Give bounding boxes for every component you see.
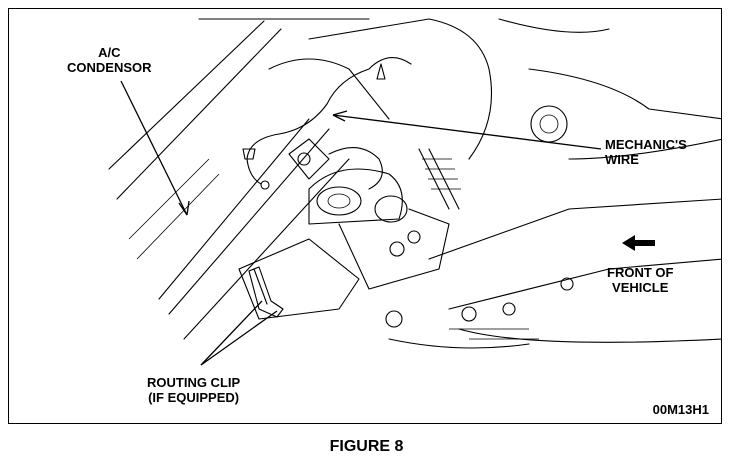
front-of-vehicle-line-2: VEHICLE xyxy=(612,280,669,295)
mechanics-wire-line-1: MECHANIC'S xyxy=(605,137,687,152)
figure-caption: FIGURE 8 xyxy=(329,438,404,455)
lower-frame xyxy=(238,198,721,349)
ac-condensor-line-1: A/C xyxy=(98,45,121,60)
routing-clip xyxy=(248,266,284,318)
leader-lines xyxy=(120,80,602,366)
condensor-panel xyxy=(108,18,430,340)
routing-clip-label: ROUTING CLIP (IF EQUIPPED) xyxy=(147,375,240,405)
left-arrow-icon xyxy=(622,235,655,251)
front-of-vehicle-line-1: FRONT OF xyxy=(607,265,674,280)
mechanics-wire-label: MECHANIC'S WIRE xyxy=(605,137,687,167)
ac-condensor-label: A/C CONDENSOR xyxy=(67,45,152,75)
routing-clip-line-2: (IF EQUIPPED) xyxy=(148,390,240,405)
routing-clip-line-1: ROUTING CLIP xyxy=(147,375,241,390)
engine-components xyxy=(418,18,721,210)
clip-leader-1 xyxy=(200,300,263,366)
ac-condensor-line-2: CONDENSOR xyxy=(67,60,152,75)
front-of-vehicle-label: FRONT OF VEHICLE xyxy=(607,265,673,295)
clip-leader-2 xyxy=(200,310,278,366)
motor-mount-bracket xyxy=(288,138,450,290)
figure-frame: A/C CONDENSOR MECHANIC'S WIRE FRONT OF V… xyxy=(8,8,722,424)
mechanics-wire-line-2: WIRE xyxy=(605,152,639,167)
wire-leader xyxy=(332,114,602,150)
engine-bay-line-drawing xyxy=(108,18,721,366)
figure-code: 00M13H1 xyxy=(652,402,709,417)
condensor-leader xyxy=(120,80,188,216)
mechanics-wire xyxy=(242,57,412,190)
